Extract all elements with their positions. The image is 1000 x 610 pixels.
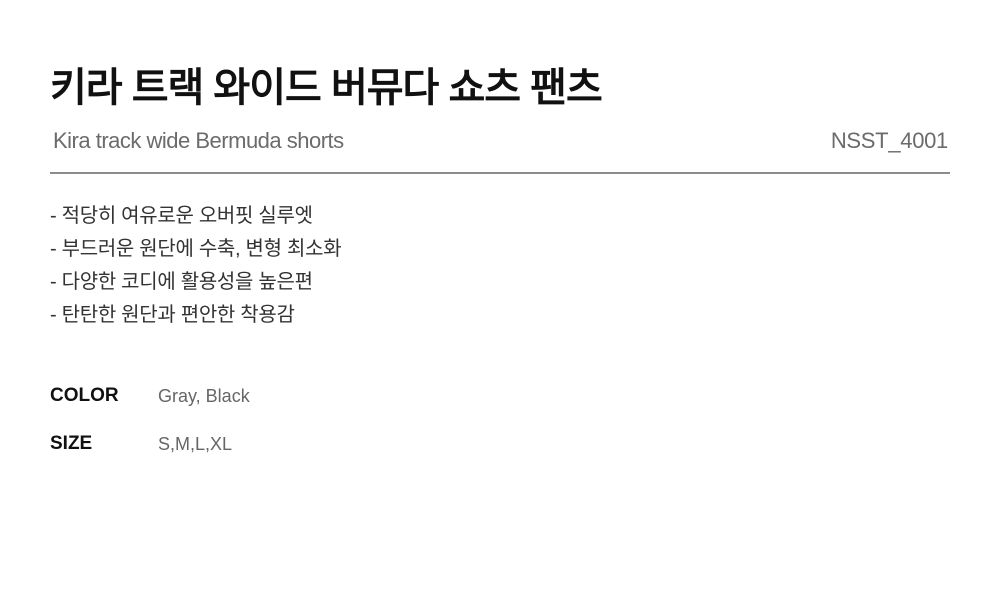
spec-row-color: COLOR Gray, Black	[50, 380, 250, 412]
header-divider	[50, 172, 950, 174]
color-label: COLOR	[50, 385, 119, 406]
color-value: Gray, Black	[158, 385, 250, 406]
product-title: 키라 트랙 와이드 버뮤다 쇼츠 팬츠	[50, 66, 603, 110]
feature-item: - 다양한 코디에 활용성을 높은편	[50, 271, 313, 293]
size-label: SIZE	[50, 433, 93, 454]
feature-item: - 적당히 여유로운 오버핏 실루엣	[50, 205, 313, 227]
feature-item: - 탄탄한 원단과 편안한 착용감	[50, 304, 295, 326]
feature-list: - 적당히 여유로운 오버핏 실루엣 - 부드러운 원단에 수축, 변형 최소화…	[50, 200, 342, 332]
product-code: NSST_4001	[830, 128, 948, 153]
feature-item: - 부드러운 원단에 수축, 변형 최소화	[50, 238, 342, 260]
spec-table: COLOR Gray, Black SIZE S,M,L,XL	[50, 380, 250, 476]
product-english-name: Kira track wide Bermuda shorts	[53, 128, 344, 153]
size-value: S,M,L,XL	[158, 433, 233, 454]
spec-row-size: SIZE S,M,L,XL	[50, 428, 250, 460]
